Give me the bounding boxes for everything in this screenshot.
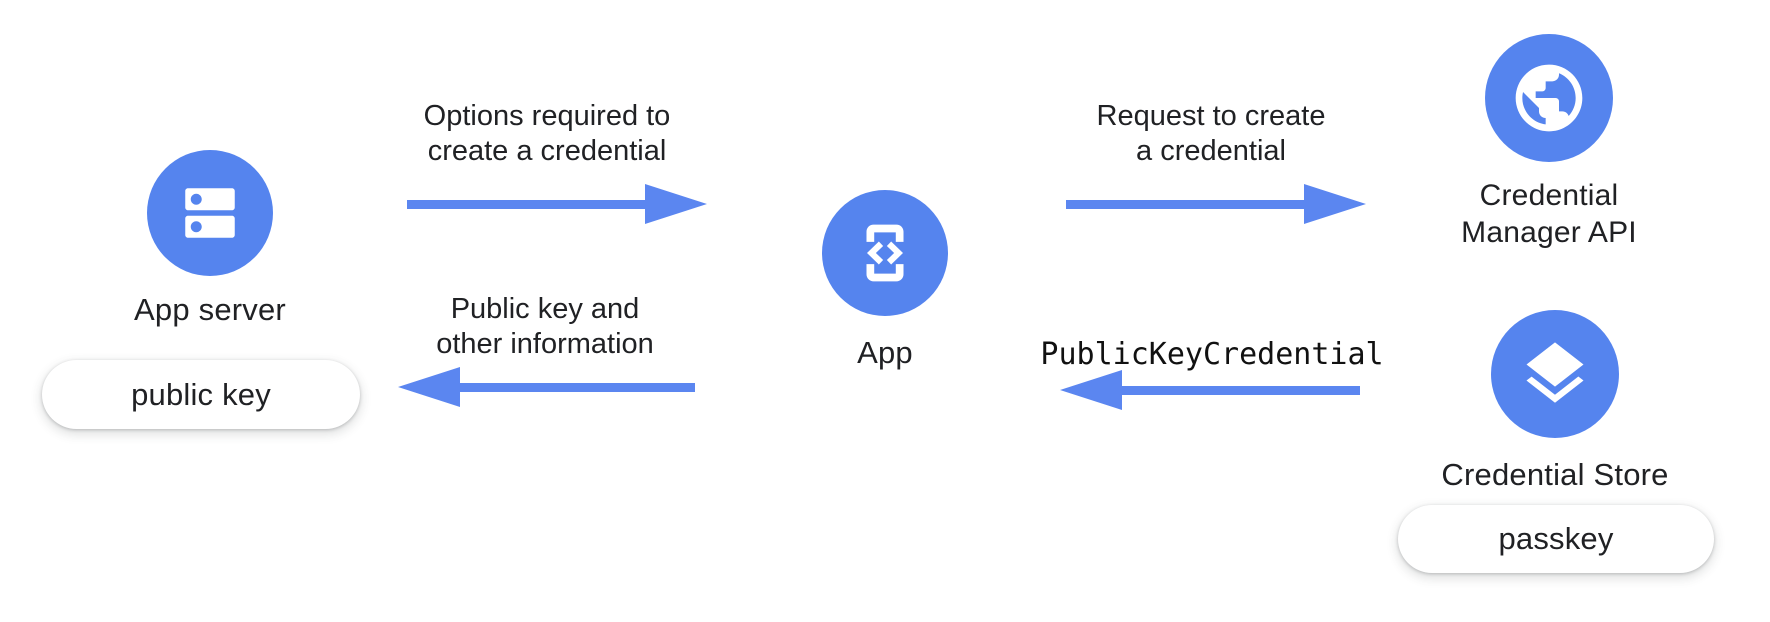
credential-manager-api-label: Credential Manager API: [1399, 177, 1699, 251]
globe-icon-glyph: [1515, 64, 1583, 132]
arrow-publickeycredential-left: [1060, 370, 1360, 410]
passkey-badge-text: passkey: [1498, 521, 1614, 556]
flow-label-request-line2: a credential: [1136, 135, 1286, 167]
flow-label-request-create: Request to create a credential: [1041, 99, 1381, 169]
credential-manager-api-label-line2: Manager API: [1461, 216, 1637, 249]
globe-icon: [1485, 34, 1613, 162]
server-icon: [147, 150, 273, 276]
flow-label-options-line2: create a credential: [427, 135, 667, 167]
flow-label-options-line1: Options required to: [423, 100, 671, 132]
flow-label-request-line1: Request to create: [1096, 100, 1326, 132]
flow-label-public-key-line1: Public key and: [450, 293, 640, 325]
arrow-shaft: [407, 199, 655, 209]
flow-label-public-key-line2: other information: [436, 328, 654, 360]
arrow-head-right-icon: [645, 184, 707, 224]
arrow-shaft: [1066, 199, 1314, 209]
phone-code-icon-glyph: [866, 224, 904, 282]
arrow-head-left-icon: [1060, 370, 1122, 410]
layers-icon: [1491, 310, 1619, 438]
credential-manager-api-label-line1: Credential: [1479, 179, 1619, 212]
credential-store-label: Credential Store: [1441, 457, 1669, 492]
passkey-badge: passkey: [1398, 505, 1714, 573]
public-key-badge: public key: [42, 360, 360, 429]
app-server-label: App server: [134, 292, 286, 327]
flow-label-public-key-return: Public key and other information: [375, 292, 715, 362]
arrow-shaft: [450, 382, 695, 392]
arrow-head-left-icon: [398, 367, 460, 407]
server-icon-glyph: [185, 188, 235, 238]
arrow-options-right: [407, 184, 707, 224]
arrow-head-right-icon: [1304, 184, 1366, 224]
flow-label-publickeycredential: PublicKeyCredential: [1040, 337, 1384, 372]
arrow-public-key-left: [398, 367, 695, 407]
arrow-request-right: [1066, 184, 1366, 224]
arrow-shaft: [1112, 385, 1360, 395]
flow-label-options: Options required to create a credential: [377, 99, 717, 169]
phone-code-icon: [822, 190, 948, 316]
app-label: App: [857, 335, 913, 370]
public-key-badge-text: public key: [131, 376, 271, 412]
layers-icon-glyph: [1526, 342, 1584, 403]
